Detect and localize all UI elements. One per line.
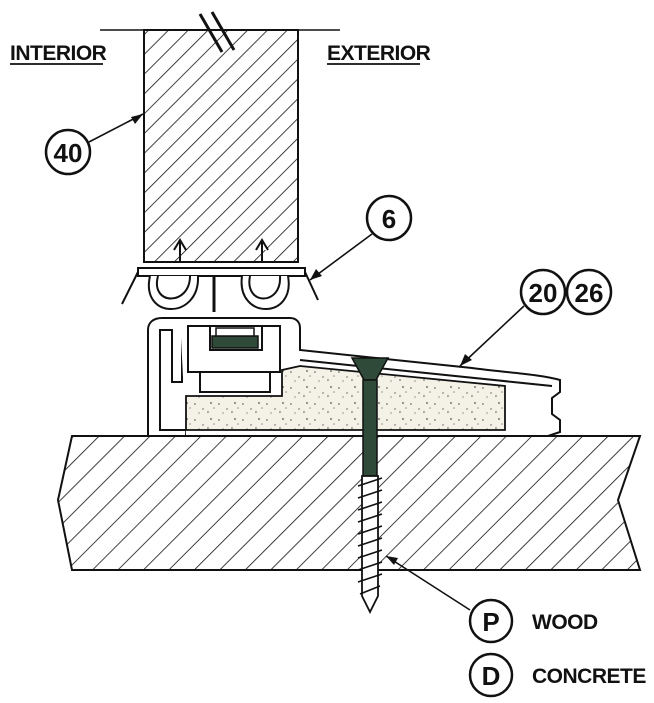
- callout-6-bubble: [365, 194, 413, 242]
- callout-20-number: 20: [529, 278, 558, 308]
- callout-26-number: 26: [575, 278, 604, 308]
- threshold-insert: [211, 327, 259, 349]
- callout-20-arrowhead: [460, 354, 472, 366]
- legend-p-bubble: [468, 598, 514, 644]
- callout-40-bubble: [44, 128, 92, 176]
- legend-d-text: CONCRETE: [532, 665, 646, 688]
- callout-p-arrowhead: [386, 556, 398, 565]
- substrate-hatch: [56, 435, 642, 571]
- door-slab: [143, 29, 299, 263]
- legend-p-text: WOOD: [532, 611, 598, 634]
- threshold-foam-core: [185, 365, 506, 431]
- callout-26-bubble: [565, 268, 613, 316]
- callout-40-number: 40: [54, 138, 83, 168]
- callout-6-leader: [309, 233, 373, 281]
- interior-label: INTERIOR: [10, 42, 107, 65]
- callout-p-leader: [385, 555, 471, 611]
- legend-p-code: P: [482, 607, 499, 637]
- break-mark: [198, 11, 236, 53]
- door-sweep: [121, 238, 319, 312]
- legend-d-bubble: [468, 652, 514, 698]
- screw: [350, 357, 390, 615]
- callout-6-number: 6: [382, 204, 396, 234]
- callout-20-bubble: [519, 268, 567, 316]
- callout-6-arrowhead: [310, 269, 322, 280]
- callout-40-arrowhead: [131, 114, 143, 124]
- exterior-label: EXTERIOR: [327, 42, 431, 65]
- callout-20-leader: [459, 305, 525, 367]
- legend-d-code: D: [482, 661, 501, 691]
